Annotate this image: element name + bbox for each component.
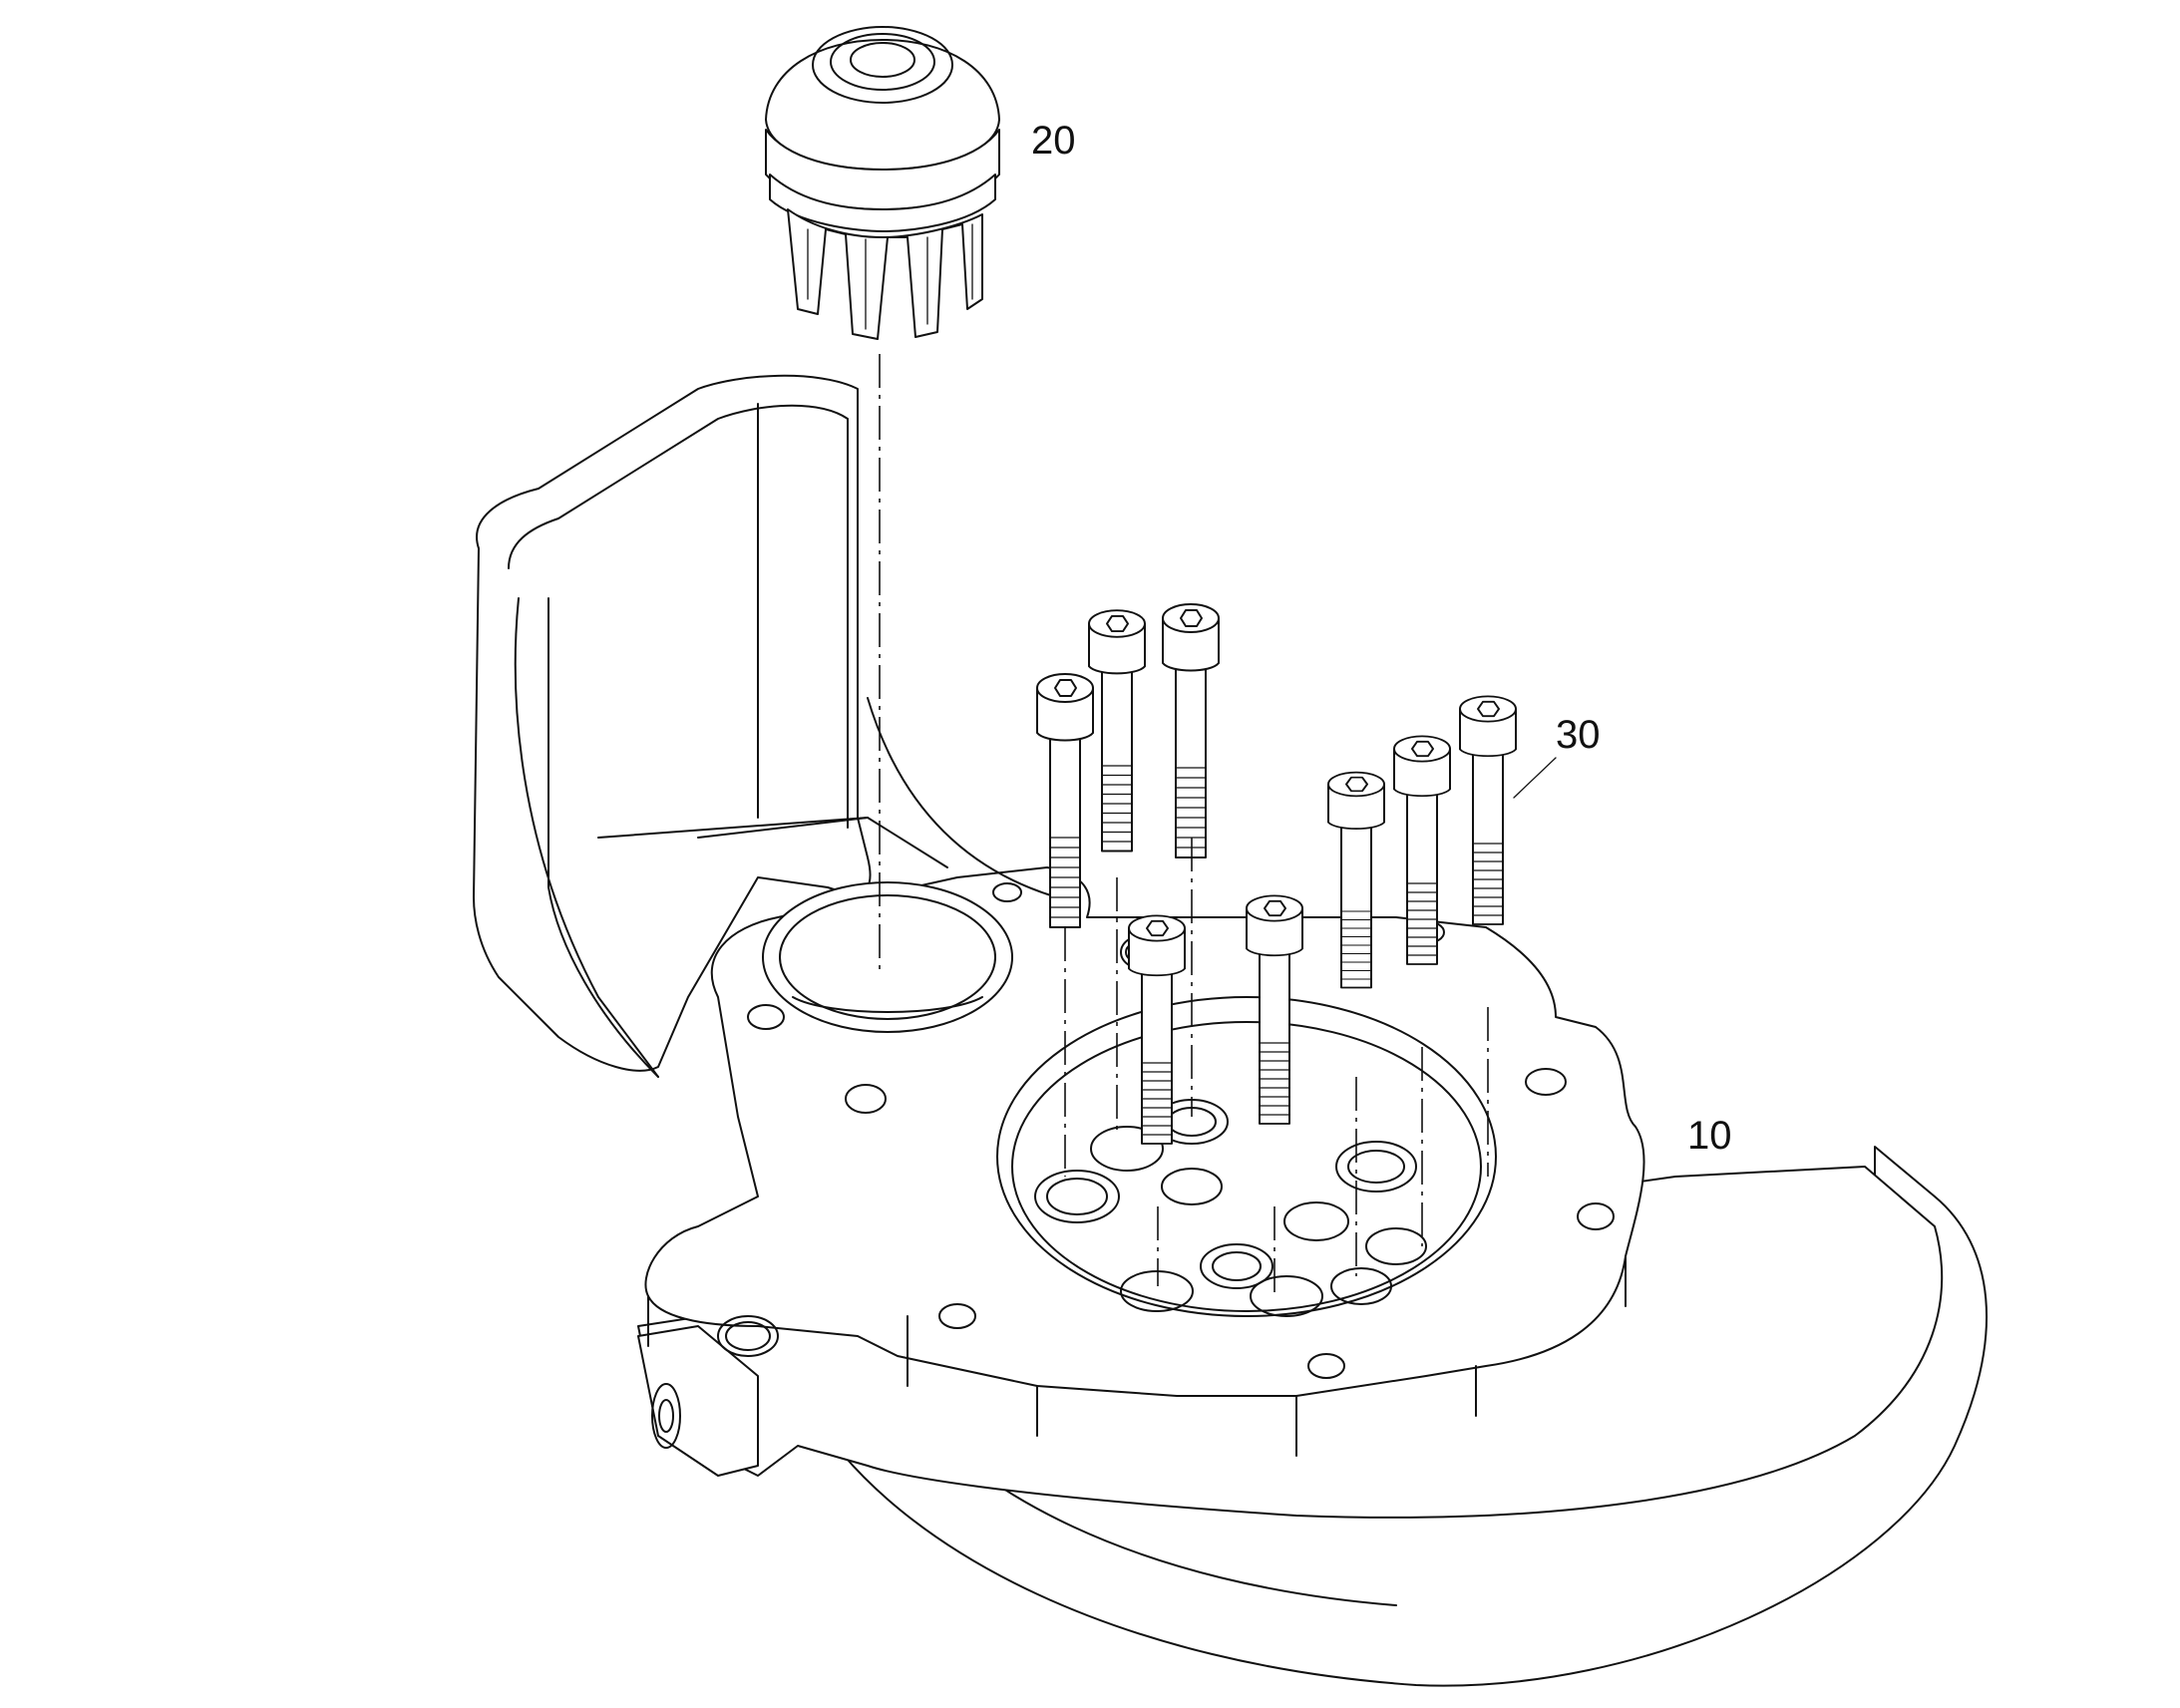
assembly-center-lines <box>879 354 1489 1296</box>
callout-number-30: 30 <box>1556 713 1601 757</box>
callout-number-10: 10 <box>1687 1114 1732 1158</box>
callout-number-20: 20 <box>1031 119 1076 163</box>
pinion-gear <box>765 26 1000 340</box>
callout-30: 30 <box>1513 713 1601 799</box>
callout-20: 20 <box>1031 119 1076 163</box>
callout-10: 10 <box>1687 1114 1732 1158</box>
socket-head-bolts <box>1036 603 1517 1145</box>
motor-housing <box>473 374 1988 1687</box>
